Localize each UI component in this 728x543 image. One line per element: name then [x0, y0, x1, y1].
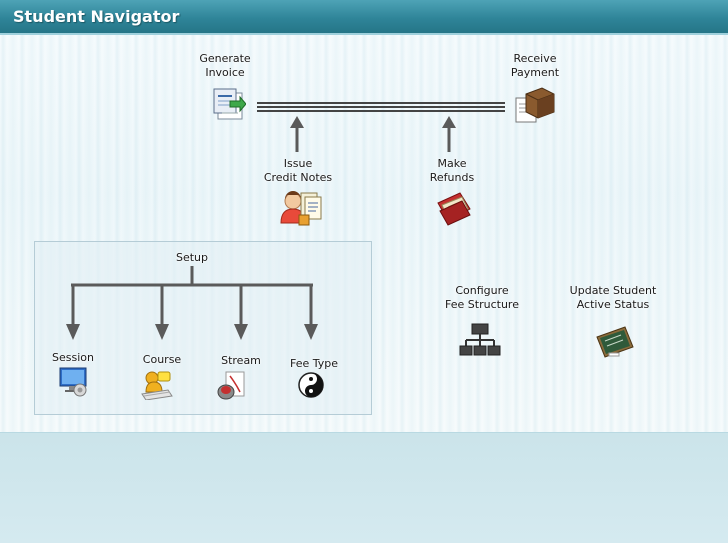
- setup-label: Setup: [175, 251, 209, 264]
- invoice-document-icon[interactable]: [212, 87, 246, 121]
- refund-notes-icon[interactable]: [434, 189, 474, 227]
- hierarchy-icon[interactable]: [458, 320, 502, 362]
- configure-fee-structure-label[interactable]: Configure Fee Structure: [445, 284, 519, 311]
- chalkboard-icon[interactable]: [595, 323, 635, 361]
- session-monitor-icon[interactable]: [58, 366, 90, 398]
- make-refunds-label[interactable]: Make Refunds: [429, 157, 475, 184]
- fee-type-label[interactable]: Fee Type: [289, 357, 339, 370]
- page-title: Student Navigator: [13, 7, 180, 26]
- refund-arrow: [442, 116, 456, 152]
- stream-label[interactable]: Stream: [221, 354, 261, 367]
- update-student-status-label[interactable]: Update Student Active Status: [569, 284, 657, 311]
- course-books-icon[interactable]: [140, 368, 174, 400]
- generate-invoice-label[interactable]: Generate Invoice: [199, 52, 251, 79]
- stream-mouse-icon[interactable]: [216, 370, 248, 402]
- course-label[interactable]: Course: [142, 353, 182, 366]
- yin-yang-icon[interactable]: [297, 371, 325, 399]
- invoice-payment-connector: [257, 102, 505, 112]
- credit-note-person-icon[interactable]: [279, 187, 323, 227]
- payment-package-icon[interactable]: [514, 86, 556, 126]
- setup-tree: [66, 266, 318, 340]
- footer-area: [0, 433, 728, 543]
- receive-payment-label[interactable]: Receive Payment: [510, 52, 560, 79]
- credit-note-arrow: [290, 116, 304, 152]
- issue-credit-notes-label[interactable]: Issue Credit Notes: [263, 157, 333, 184]
- title-bar: Student Navigator: [0, 0, 728, 35]
- session-label[interactable]: Session: [52, 351, 94, 364]
